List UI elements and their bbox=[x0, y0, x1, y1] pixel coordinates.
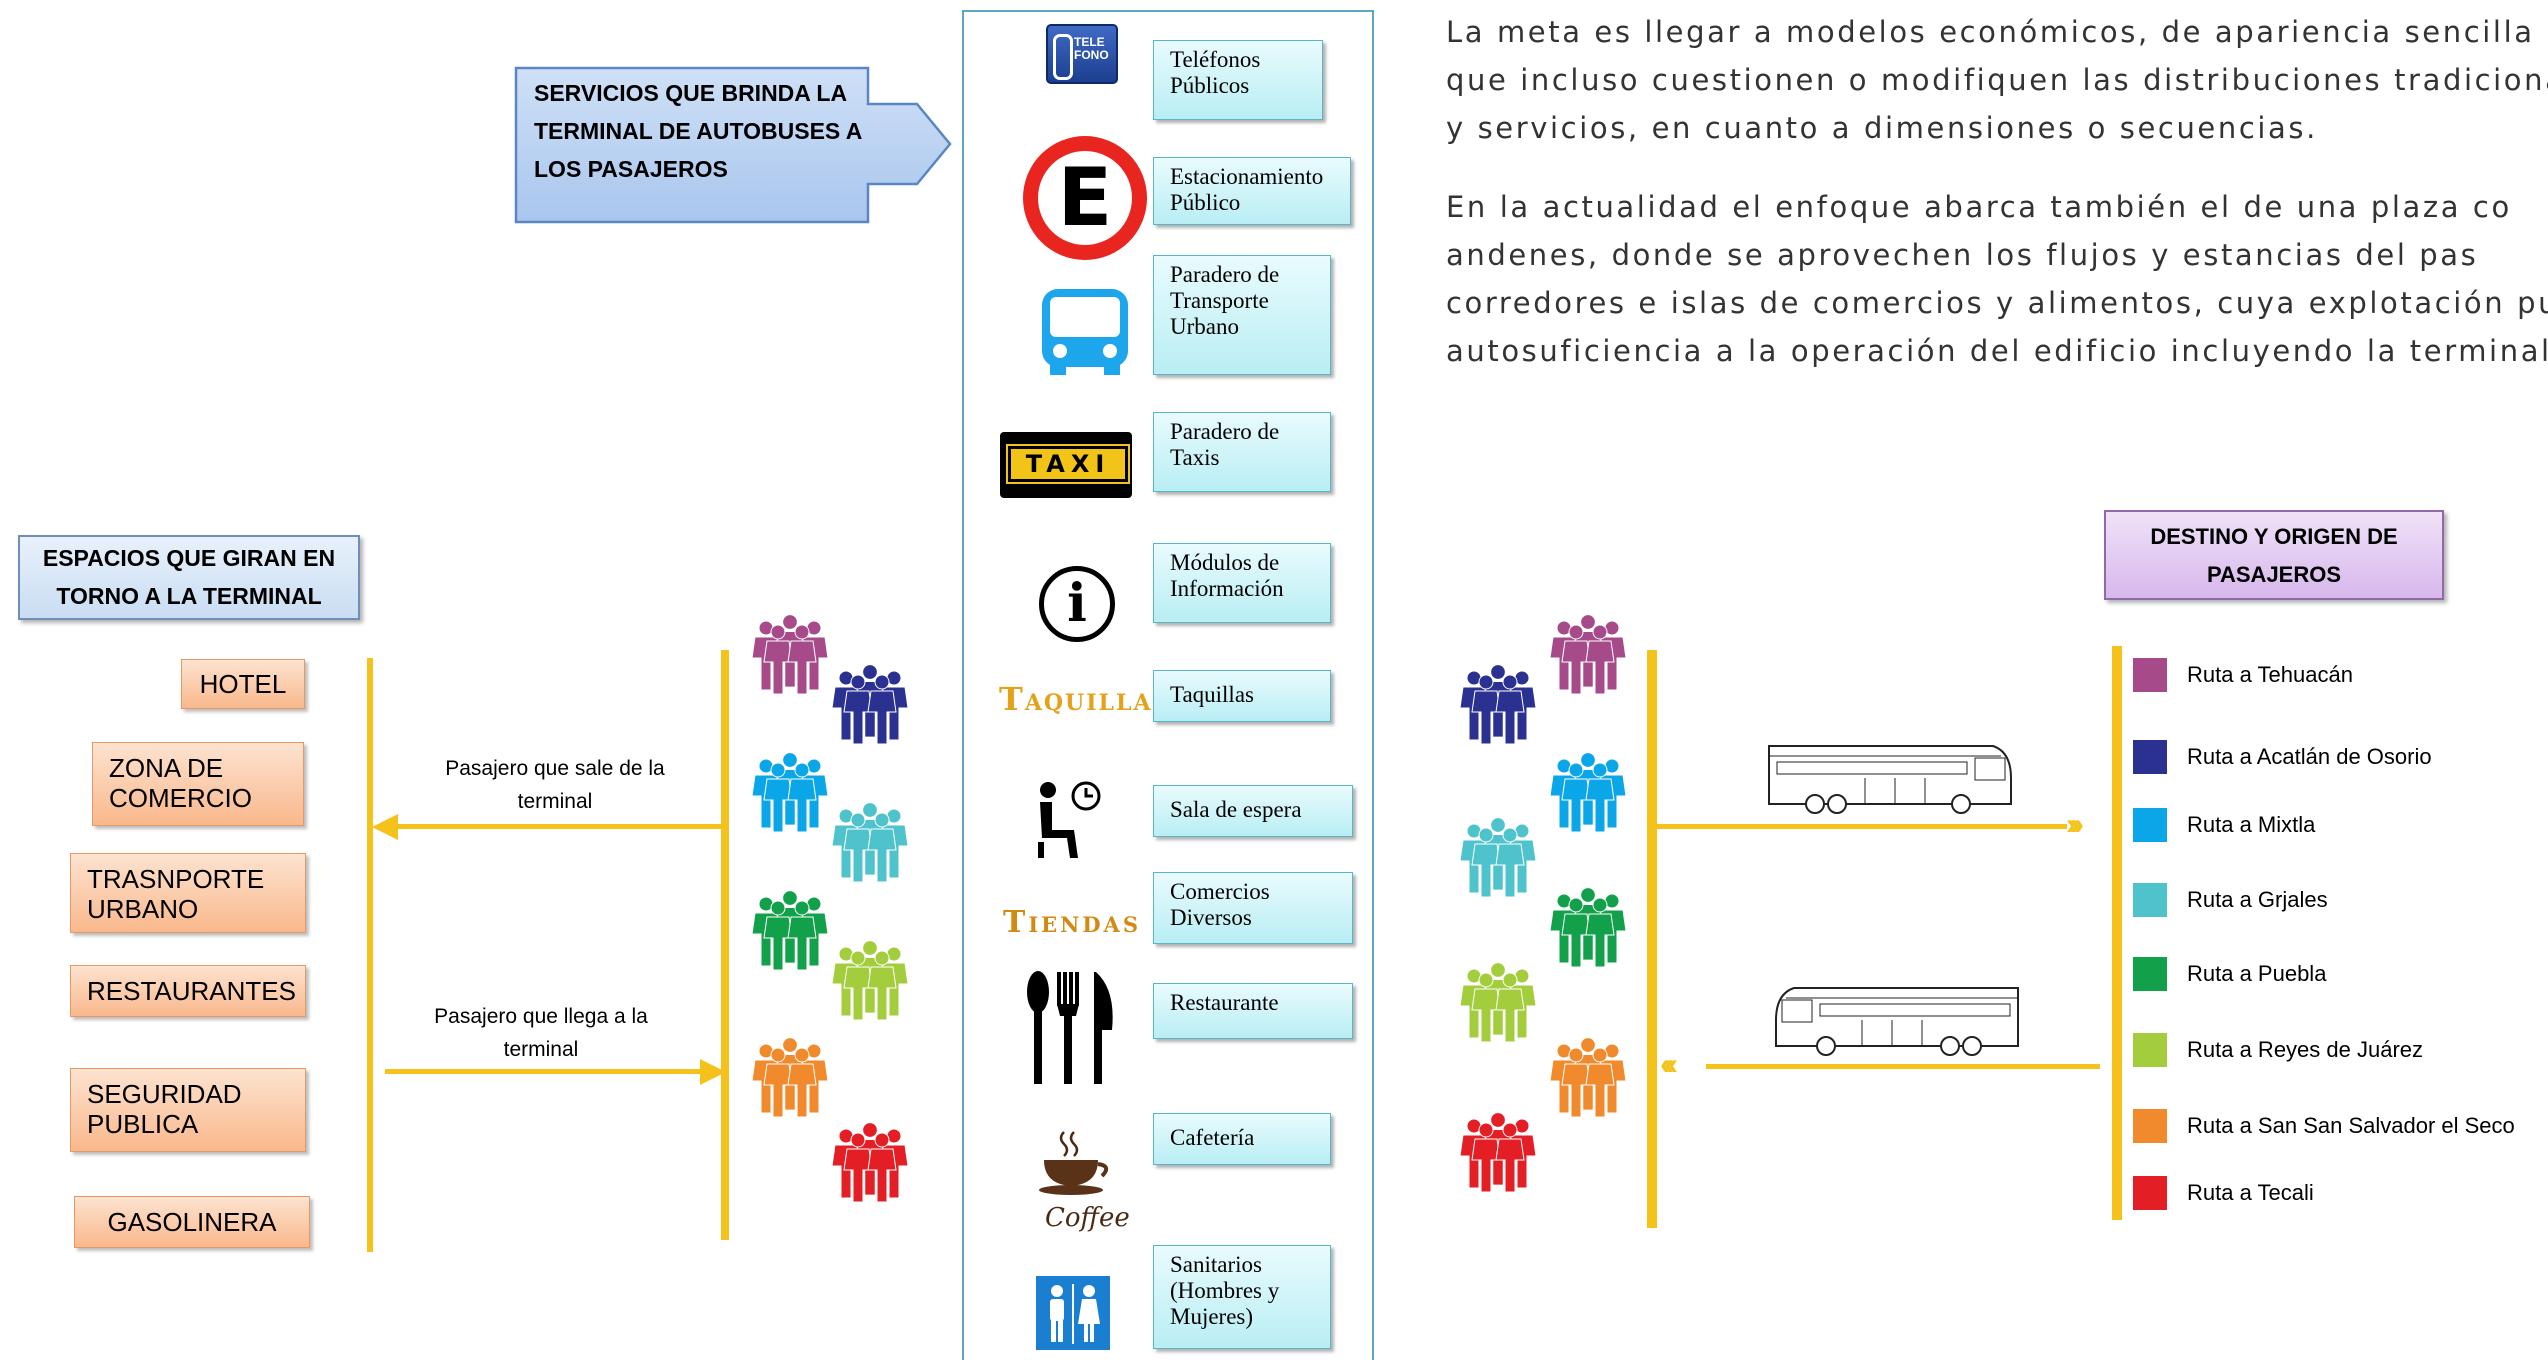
outgoing-caption: Pasajero que sale de la terminal bbox=[445, 757, 665, 813]
route-color-swatch bbox=[2133, 658, 2167, 692]
people-figure-group bbox=[1459, 1112, 1537, 1193]
departure-chevrons: ››› bbox=[2066, 808, 2084, 841]
routes-axis bbox=[2112, 646, 2122, 1220]
paragraph-2-line-3: corredores e islas de comercios y alimen… bbox=[1446, 286, 2548, 320]
paragraph-1-line-1: La meta es llegar a modelos económicos, … bbox=[1446, 15, 2535, 49]
service-cafeteria: Cafetería bbox=[1153, 1113, 1331, 1165]
services-header-arrow bbox=[514, 66, 952, 224]
paragraph-2-line-1: En la actualidad el enfoque abarca tambi… bbox=[1446, 190, 2512, 224]
passenger-axis-right bbox=[1647, 650, 1657, 1228]
parking-icon: E bbox=[1023, 136, 1147, 260]
route-label: Ruta a San San Salvador el Seco bbox=[2187, 1113, 2515, 1138]
service-shops: Comercios Diversos bbox=[1153, 872, 1353, 944]
people-figure-group bbox=[831, 940, 909, 1021]
services-header: SERVICIOS QUE BRINDA LA TERMINAL DE AUTO… bbox=[534, 80, 862, 182]
passenger-axis-left bbox=[721, 650, 729, 1240]
route-label: Ruta a Mixtla bbox=[2187, 812, 2316, 837]
people-group-right bbox=[1459, 614, 1627, 1193]
telephone-icon-text: TELE FONO bbox=[1074, 35, 1109, 62]
cutlery-icon bbox=[1027, 971, 1113, 1084]
paragraph-2-line-2: andenes, donde se aprovechen los flujos … bbox=[1446, 238, 2479, 272]
service-parking: Estacionamiento Público bbox=[1153, 157, 1351, 225]
paragraph-1-line-3: y servicios, en cuanto a dimensiones o s… bbox=[1446, 111, 2318, 145]
route-label: Ruta a Tecali bbox=[2187, 1180, 2314, 1205]
service-urban-transport: Paradero de Transporte Urbano bbox=[1153, 255, 1331, 375]
outgoing-arrow bbox=[390, 824, 721, 829]
shops-icon: Tiendas bbox=[1003, 905, 1142, 940]
outgoing-arrowhead bbox=[372, 814, 398, 840]
info-icon: i bbox=[1039, 566, 1115, 642]
service-restaurant: Restaurante bbox=[1153, 983, 1353, 1039]
service-telephones: Teléfonos Públicos bbox=[1153, 40, 1323, 120]
telephone-icon: TELE FONO bbox=[1046, 24, 1118, 84]
route-color-swatch bbox=[2133, 1033, 2167, 1067]
space-restaurants: RESTAURANTES bbox=[70, 965, 306, 1017]
people-figure-group bbox=[1549, 614, 1627, 695]
incoming-arrowhead bbox=[700, 1059, 726, 1085]
route-label: Ruta a Reyes de Juárez bbox=[2187, 1037, 2424, 1062]
bus-inbound-icon bbox=[1775, 987, 2019, 1056]
service-restrooms: Sanitarios (Hombres y Mujeres) bbox=[1153, 1245, 1331, 1349]
route-label: Ruta a Grjales bbox=[2187, 887, 2328, 912]
people-figure-group bbox=[751, 890, 829, 971]
people-figure-group bbox=[1549, 887, 1627, 968]
route-label: Ruta a Acatlán de Osorio bbox=[2187, 744, 2432, 769]
taxi-icon: TAXI bbox=[1000, 432, 1132, 498]
incoming-arrow bbox=[385, 1069, 703, 1074]
people-figure-group bbox=[831, 1122, 909, 1203]
bus-icon bbox=[1042, 289, 1128, 375]
destinations-header: DESTINO Y ORIGEN DE PASAJEROS bbox=[2104, 510, 2444, 600]
restroom-icon bbox=[1036, 1276, 1110, 1350]
people-figure-group bbox=[751, 1037, 829, 1118]
space-gas-station: GASOLINERA bbox=[74, 1196, 310, 1248]
route-color-swatch bbox=[2133, 808, 2167, 842]
people-figure-group bbox=[1459, 817, 1537, 898]
parking-icon-text: E bbox=[1038, 151, 1132, 245]
service-information: Módulos de Información bbox=[1153, 543, 1331, 623]
space-hotel: HOTEL bbox=[181, 659, 305, 709]
route-color-swatch bbox=[2133, 740, 2167, 774]
route-color-swatch bbox=[2133, 1176, 2167, 1210]
space-urban-transport: TRASNPORTE URBANO bbox=[70, 853, 306, 933]
route-label: Ruta a Tehuacán bbox=[2187, 662, 2353, 687]
service-waiting-room: Sala de espera bbox=[1153, 785, 1353, 837]
people-figure-group bbox=[751, 614, 829, 695]
waiting-room-icon bbox=[1038, 781, 1101, 858]
route-color-swatch bbox=[2133, 1109, 2167, 1143]
people-figure-group bbox=[1549, 1037, 1627, 1118]
coffee-icon bbox=[1039, 1131, 1109, 1195]
people-figure-group bbox=[1459, 962, 1537, 1043]
bus-outbound-icon bbox=[1768, 745, 2012, 814]
service-ticket-office: Taquillas bbox=[1153, 670, 1331, 722]
services-column bbox=[962, 10, 1374, 1360]
paragraph-2-line-4: autosuficiencia a la operación del edifi… bbox=[1446, 334, 2548, 368]
route-color-swatch bbox=[2133, 883, 2167, 917]
space-commerce-zone: ZONA DE COMERCIO bbox=[92, 742, 304, 826]
taxi-icon-text: TAXI bbox=[1008, 446, 1128, 482]
arrival-arrow bbox=[1706, 1064, 2100, 1069]
paragraph-1-line-2: que incluso cuestionen o modifiquen las … bbox=[1446, 63, 2548, 97]
route-label: Ruta a Puebla bbox=[2187, 961, 2327, 986]
people-figure-group bbox=[751, 752, 829, 833]
route-color-swatch bbox=[2133, 957, 2167, 991]
spaces-header: ESPACIOS QUE GIRAN EN TORNO A LA TERMINA… bbox=[18, 535, 360, 620]
people-figure-group bbox=[831, 664, 909, 745]
arrival-chevrons: ‹‹‹ bbox=[1660, 1048, 1678, 1081]
service-taxis: Paradero de Taxis bbox=[1153, 412, 1331, 492]
spaces-axis bbox=[367, 658, 373, 1252]
departure-arrow bbox=[1657, 824, 2067, 829]
people-figure-group bbox=[1459, 664, 1537, 745]
people-figure-group bbox=[1549, 752, 1627, 833]
ticket-office-icon: Taquillas bbox=[999, 680, 1171, 718]
people-figure-group bbox=[831, 802, 909, 883]
coffee-icon-text: Coffee bbox=[1045, 1203, 1130, 1233]
people-group-left bbox=[751, 614, 909, 1203]
space-public-security: SEGURIDAD PUBLICA bbox=[70, 1068, 306, 1152]
incoming-caption: Pasajero que llega a la terminal bbox=[434, 1005, 648, 1061]
